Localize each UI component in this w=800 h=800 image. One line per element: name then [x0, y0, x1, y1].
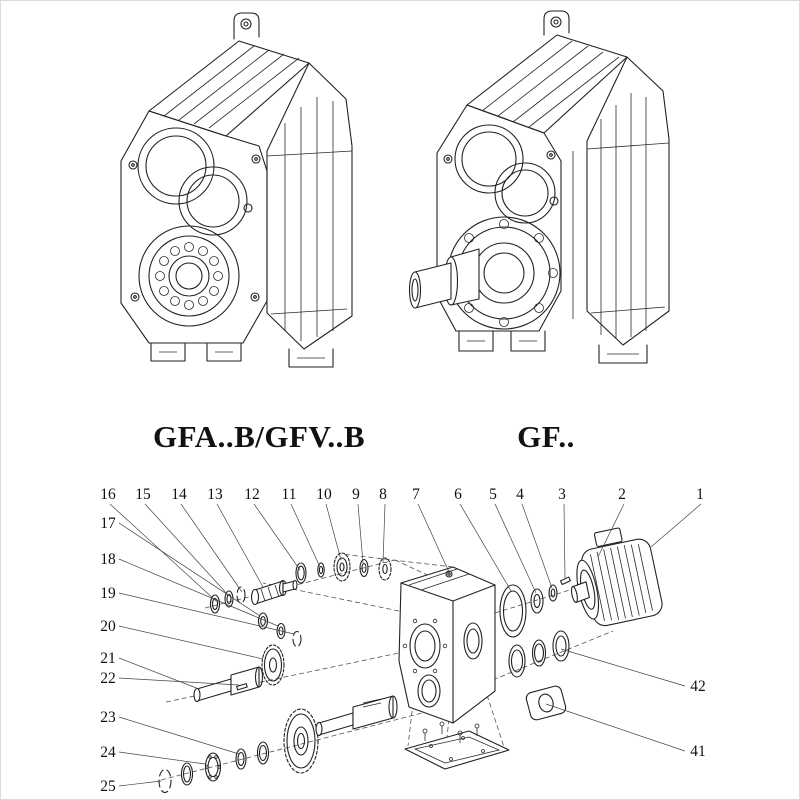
- callout-4: 4: [516, 486, 524, 503]
- gearbox-drawing-gf: [408, 10, 670, 364]
- gearbox-housing: [398, 566, 496, 724]
- callout-21: 21: [100, 650, 116, 667]
- callout-13: 13: [207, 486, 223, 503]
- callout-12: 12: [244, 486, 260, 503]
- callout-18: 18: [100, 551, 116, 568]
- callout-2: 2: [618, 486, 626, 503]
- callout-11: 11: [282, 486, 297, 503]
- callout-16: 16: [100, 486, 116, 503]
- model-label-gfab: GFA..B/GFV..B: [153, 419, 365, 454]
- callout-24: 24: [100, 744, 116, 761]
- callout-23: 23: [100, 709, 116, 726]
- exploded-view-diagram: 16 15 14 13 12 11 10 9 8 7 6 5 4 3 2 1 1…: [100, 486, 706, 795]
- callout-14: 14: [171, 486, 187, 503]
- callout-10: 10: [316, 486, 332, 503]
- output-cover-parts: [508, 630, 570, 721]
- motor-coupling-parts: [499, 576, 571, 638]
- callout-leader-lines: [109, 503, 702, 787]
- callout-25: 25: [100, 778, 116, 795]
- callout-15: 15: [135, 486, 151, 503]
- callout-3: 3: [558, 486, 566, 503]
- callout-8: 8: [379, 486, 387, 503]
- intermediate-shaft-parts: [193, 612, 302, 703]
- callout-17: 17: [100, 515, 116, 532]
- callout-numbers: 16 15 14 13 12 11 10 9 8 7 6 5 4 3 2 1 1…: [100, 486, 706, 795]
- callout-22: 22: [100, 670, 116, 687]
- output-shaft-parts: [158, 695, 398, 794]
- callout-9: 9: [352, 486, 360, 503]
- gearbox-drawing-gfab: [120, 12, 353, 368]
- motor-assembly: [570, 527, 663, 627]
- callout-5: 5: [489, 486, 497, 503]
- model-label-gf: GF..: [517, 419, 575, 454]
- callout-41: 41: [690, 743, 706, 760]
- assembly-axis-lines: [160, 553, 614, 781]
- base-plate: [404, 721, 510, 770]
- callout-6: 6: [454, 486, 462, 503]
- callout-20: 20: [100, 618, 116, 635]
- callout-42: 42: [690, 678, 706, 695]
- callout-19: 19: [100, 585, 116, 602]
- callout-7: 7: [412, 486, 420, 503]
- input-shaft-parts: [209, 552, 392, 614]
- callout-1: 1: [696, 486, 704, 503]
